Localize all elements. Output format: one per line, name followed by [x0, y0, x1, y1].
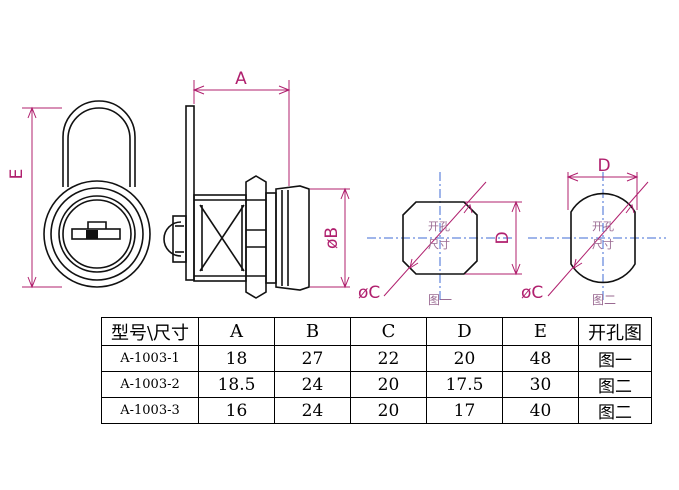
cell-b: 24: [274, 397, 351, 424]
dim-label-phi-c-1: øC: [358, 283, 380, 303]
cell-d: 17: [426, 397, 503, 424]
cell-cutout: 图二: [578, 371, 652, 398]
cell-d: 20: [426, 345, 503, 372]
header-cutout: 开孔图: [578, 317, 652, 346]
cell-d: 17.5: [426, 371, 503, 398]
dim-label-phi-b: øB: [322, 227, 342, 249]
cell-model: A-1003-3: [101, 397, 199, 424]
cell-a: 18.5: [198, 371, 275, 398]
cutout-figure-1: D øC 开孔 尺寸 图一: [358, 172, 522, 307]
spec-table: 型号\尺寸 A B C D E 开孔图 A-1003-1 18 27 22 20…: [101, 317, 652, 424]
dim-label-a: A: [235, 69, 247, 89]
header-b: B: [274, 317, 351, 346]
header-c: C: [350, 317, 427, 346]
cell-cutout: 图二: [578, 397, 652, 424]
cell-cutout: 图一: [578, 345, 652, 372]
dim-label-e: E: [7, 169, 27, 180]
table-row: A-1003-1 18 27 22 20 48 图一: [101, 345, 652, 372]
hole-label-2-line2: 尺寸: [592, 237, 614, 251]
cell-c: 20: [350, 397, 427, 424]
cell-model: A-1003-1: [101, 345, 199, 372]
hole-label-2-line1: 开孔: [592, 220, 614, 233]
dim-label-phi-c-2: øC: [521, 283, 543, 303]
dimension-a: A: [192, 69, 291, 186]
cell-b: 27: [274, 345, 351, 372]
table-header-row: 型号\尺寸 A B C D E 开孔图: [101, 317, 652, 346]
cell-e: 30: [502, 371, 579, 398]
cell-c: 20: [350, 371, 427, 398]
figure-label-1: 图一: [428, 293, 452, 307]
table-row: A-1003-2 18.5 24 20 17.5 30 图二: [101, 371, 652, 398]
dim-label-d-1: D: [493, 231, 513, 244]
front-view: [43, 100, 151, 288]
header-model: 型号\尺寸: [101, 317, 199, 346]
hole-label-1-line2: 尺寸: [428, 237, 450, 251]
dimension-phi-b: øB: [310, 187, 350, 289]
header-a: A: [198, 317, 275, 346]
cell-a: 16: [198, 397, 275, 424]
header-e: E: [502, 317, 579, 346]
cell-b: 24: [274, 371, 351, 398]
figure-label-2: 图二: [592, 293, 616, 307]
side-view: [163, 105, 310, 299]
dimension-e: E: [7, 106, 62, 289]
dim-label-d-2: D: [597, 156, 610, 176]
cell-c: 22: [350, 345, 427, 372]
table-row: A-1003-3 16 24 20 17 40 图二: [101, 397, 652, 424]
header-d: D: [426, 317, 503, 346]
cell-model: A-1003-2: [101, 371, 199, 398]
cutout-figure-2: D øC 开孔 尺寸 图二: [521, 156, 666, 307]
cell-e: 48: [502, 345, 579, 372]
cell-a: 18: [198, 345, 275, 372]
cell-e: 40: [502, 397, 579, 424]
hole-label-1-line1: 开孔: [428, 220, 450, 233]
